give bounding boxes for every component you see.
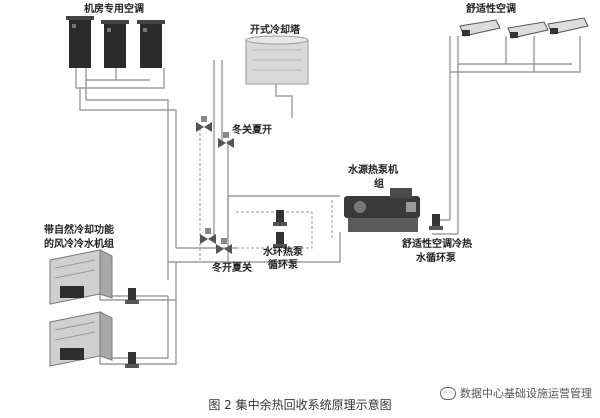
chiller-pump-1 bbox=[125, 288, 139, 304]
dashed-pipes bbox=[199, 128, 333, 260]
valve-label-winter-close: 冬关夏开 bbox=[232, 125, 272, 136]
loop-pump-label-1: 水环热泵 bbox=[263, 247, 303, 258]
heat-pump-label-2: 组 bbox=[374, 179, 384, 190]
comfort-pump bbox=[429, 214, 443, 230]
loop-pump-label-2: 循环泵 bbox=[268, 260, 298, 271]
crac-label: 机房专用空调 bbox=[84, 4, 144, 15]
crac-unit-3 bbox=[137, 20, 165, 68]
loop-pump-1 bbox=[273, 210, 287, 226]
crac-unit-1 bbox=[66, 16, 94, 68]
comfort-ac-unit-2 bbox=[507, 21, 549, 39]
figure-caption: 图 2 集中余热回收系统原理示意图 bbox=[208, 398, 392, 412]
pipework bbox=[75, 36, 581, 365]
comfort-pump-label-1: 舒适性空调冷热 bbox=[402, 239, 472, 250]
crac-unit-2 bbox=[101, 20, 129, 68]
valve-3 bbox=[200, 228, 216, 244]
watermark: ◦◦ 数据中心基础设施运营管理 bbox=[440, 385, 592, 401]
wechat-icon: ◦◦ bbox=[440, 386, 456, 400]
loop-pump-2 bbox=[273, 232, 287, 248]
tower-label: 开式冷却塔 bbox=[250, 25, 300, 36]
comfort-ac-unit-1 bbox=[459, 19, 501, 37]
free-cooling-label-2: 的风冷冷水机组 bbox=[44, 239, 114, 250]
comfort-ac-label: 舒适性空调 bbox=[466, 4, 516, 15]
comfort-pump-label-2: 水循环泵 bbox=[416, 253, 456, 264]
valve-label-winter-open: 冬开夏关 bbox=[212, 263, 252, 274]
valve-2 bbox=[218, 132, 234, 148]
valve-4 bbox=[216, 238, 232, 254]
chiller-unit-1 bbox=[49, 249, 113, 305]
cooling-tower bbox=[245, 35, 309, 85]
free-cooling-label-1: 带自然冷却功能 bbox=[44, 225, 114, 236]
valve-1 bbox=[196, 116, 212, 132]
heat-pump-unit bbox=[344, 188, 420, 232]
comfort-ac-unit-3 bbox=[547, 17, 589, 35]
chiller-unit-2 bbox=[49, 311, 113, 367]
watermark-text: 数据中心基础设施运营管理 bbox=[460, 387, 592, 400]
chiller-pump-2 bbox=[125, 352, 139, 368]
heat-pump-label-1: 水源热泵机 bbox=[348, 165, 398, 176]
